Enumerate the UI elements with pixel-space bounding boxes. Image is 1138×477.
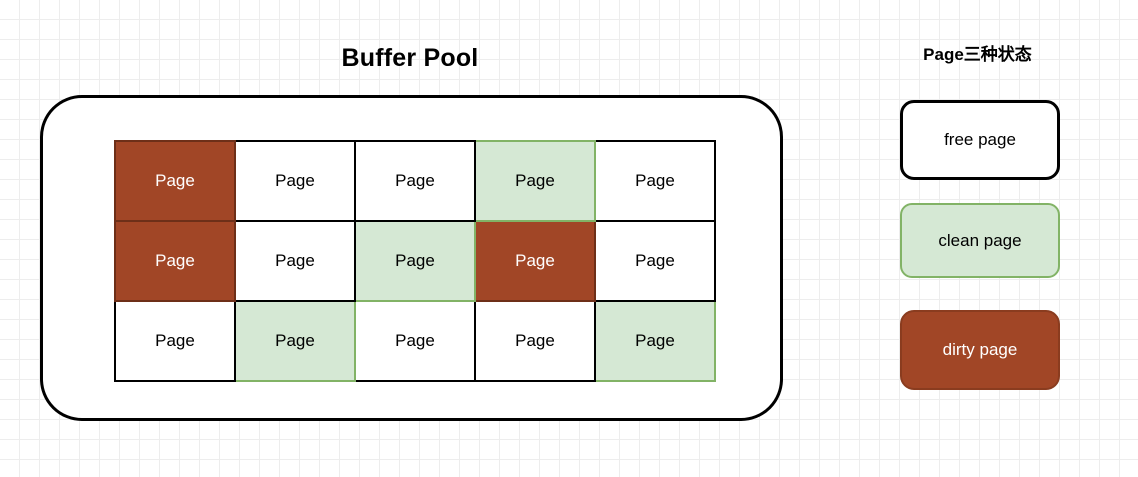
legend: Page三种状态 free page clean page dirty page bbox=[890, 40, 1075, 390]
page-grid-row: Page Page Page Page Page bbox=[114, 220, 716, 302]
page-cell-r3c3[interactable]: Page bbox=[354, 300, 476, 382]
page-cell-r2c2[interactable]: Page bbox=[234, 220, 356, 302]
page-cell-r1c3[interactable]: Page bbox=[354, 140, 476, 222]
legend-label-clean-page: clean page bbox=[938, 230, 1022, 250]
page-cell-r1c5[interactable]: Page bbox=[594, 140, 716, 222]
page-grid-row: Page Page Page Page Page bbox=[114, 140, 716, 222]
page-cell-r3c2[interactable]: Page bbox=[234, 300, 356, 382]
page-cell-r1c2[interactable]: Page bbox=[234, 140, 356, 222]
legend-label-dirty-page: dirty page bbox=[942, 340, 1018, 359]
legend-title: Page三种状态 bbox=[923, 45, 1032, 64]
page-cell-r2c3[interactable]: Page bbox=[354, 220, 476, 302]
legend-item-clean-page[interactable]: clean page bbox=[900, 203, 1060, 278]
page-cell-r3c4[interactable]: Page bbox=[474, 300, 596, 382]
buffer-pool-title: Buffer Pool bbox=[341, 44, 479, 72]
page-cell-r2c1[interactable]: Page bbox=[114, 220, 236, 302]
legend-label-free-page: free page bbox=[944, 130, 1016, 149]
page-cell-r3c1[interactable]: Page bbox=[114, 300, 236, 382]
legend-item-dirty-page[interactable]: dirty page bbox=[900, 310, 1060, 390]
page-cell-r2c5[interactable]: Page bbox=[594, 220, 716, 302]
page-grid-row: Page Page Page Page Page bbox=[114, 300, 716, 382]
legend-item-free-page[interactable]: free page bbox=[900, 100, 1060, 180]
page-cell-r1c4[interactable]: Page bbox=[474, 140, 596, 222]
page-cell-r3c5[interactable]: Page bbox=[594, 300, 716, 382]
page-grid: Page Page Page Page Page Page Page Page … bbox=[114, 140, 716, 382]
page-cell-r2c4[interactable]: Page bbox=[474, 220, 596, 302]
page-cell-r1c1[interactable]: Page bbox=[114, 140, 236, 222]
